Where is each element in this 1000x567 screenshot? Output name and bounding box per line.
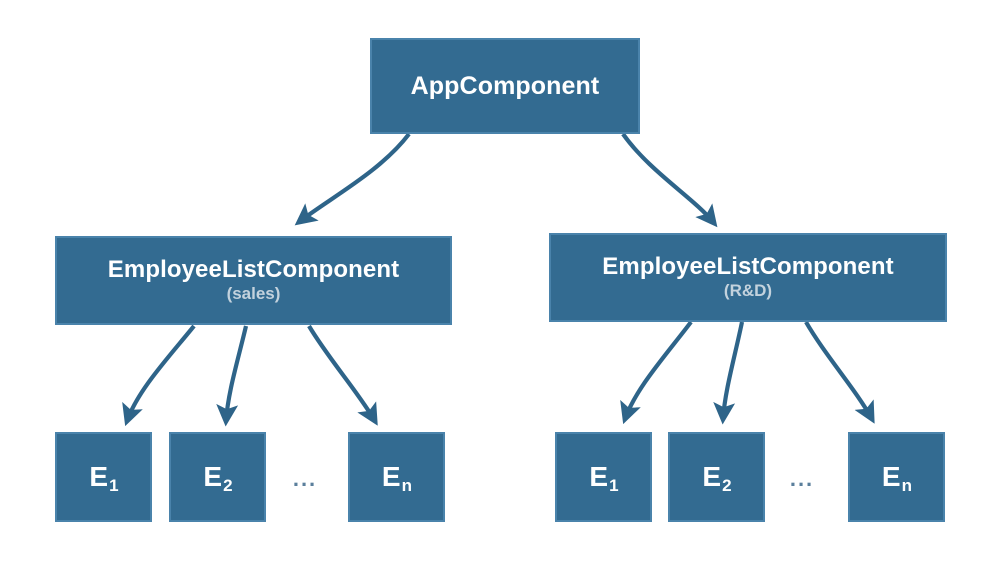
leaf-base-letter: E: [381, 461, 401, 493]
node-employee-list-component-rd-label: EmployeeListComponent: [602, 253, 894, 281]
node-app-component[interactable]: AppComponent: [370, 38, 640, 134]
node-employee-list-component-rd-subtitle: (R&D): [723, 281, 773, 301]
edge-rd-to-e1: [620, 320, 693, 425]
edge-root-to-rd: [621, 132, 718, 228]
leaf-subscript: 2: [223, 476, 233, 496]
leaf-subscript: 2: [722, 476, 732, 496]
leaf-base-letter: E: [89, 461, 109, 493]
leaf-subscript: n: [901, 476, 913, 496]
ellipsis-sales: ...: [292, 466, 318, 491]
node-employee-list-component-sales-subtitle: (sales): [226, 284, 281, 304]
node-app-component-label: AppComponent: [410, 71, 600, 100]
leaf-base-letter: E: [702, 461, 722, 493]
edge-root-to-sales: [294, 132, 411, 226]
leaf-base-letter: E: [589, 461, 609, 493]
leaf-subscript: 1: [609, 476, 619, 496]
edge-sales-to-e2: [216, 325, 249, 427]
leaf-base-letter: E: [203, 461, 223, 493]
edge-rd-to-e2: [713, 321, 745, 425]
ellipsis-rd: ...: [789, 466, 815, 491]
node-employee-list-component-sales-label: EmployeeListComponent: [107, 256, 400, 284]
leaf-subscript: 1: [109, 476, 119, 496]
edge-sales-to-e1: [122, 324, 196, 427]
node-employee-list-component-sales[interactable]: EmployeeListComponent (sales): [55, 236, 452, 325]
leaf-base-letter: E: [881, 461, 901, 493]
leaf-subscript: n: [401, 476, 413, 496]
edge-sales-to-en: [307, 324, 378, 426]
node-employee-list-component-rd[interactable]: EmployeeListComponent (R&D): [549, 233, 947, 322]
edge-rd-to-en: [804, 320, 875, 424]
